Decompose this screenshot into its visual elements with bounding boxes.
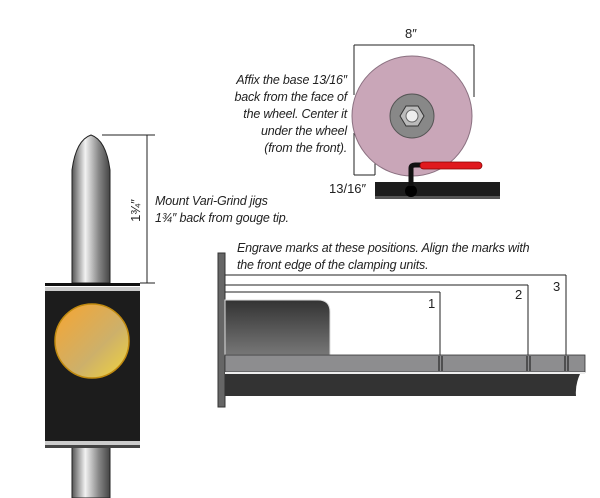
rail-illustration: [217, 252, 586, 408]
jig-disc: [54, 303, 130, 379]
gouge-dimension-label: 1¾″: [127, 199, 143, 222]
gouge-note-line: 1¾″ back from gouge tip.: [155, 211, 289, 225]
mark-label-1: 1: [428, 296, 436, 311]
wheel-diameter-label: 8″: [405, 26, 417, 41]
grinder-wheel-illustration: [351, 44, 500, 199]
rail-note-line: Engrave marks at these positions. Align …: [237, 241, 530, 255]
gouge-note-line: Mount Vari-Grind jigs: [155, 194, 268, 208]
wheel-note-line: (from the front).: [264, 141, 347, 155]
gouge-note: Mount Vari-Grind jigs 1¾″ back from goug…: [155, 193, 289, 227]
wheel-note: Affix the base 13/16″ back from the face…: [234, 72, 347, 157]
rail-note: Engrave marks at these positions. Align …: [237, 240, 530, 274]
wheel-note-line: Affix the base 13/16″: [236, 73, 347, 87]
wheel-note-line: the wheel. Center it: [243, 107, 347, 121]
mark-label-3: 3: [553, 279, 561, 294]
mark-label-2: 2: [515, 287, 523, 302]
wheel-offset-label: 13/16″: [329, 181, 367, 196]
gouge-illustration: [45, 134, 155, 498]
wheel-note-line: under the wheel: [261, 124, 347, 138]
rail-note-line: the front edge of the clamping units.: [237, 258, 429, 272]
wheel-note-line: back from the face of: [234, 90, 347, 104]
